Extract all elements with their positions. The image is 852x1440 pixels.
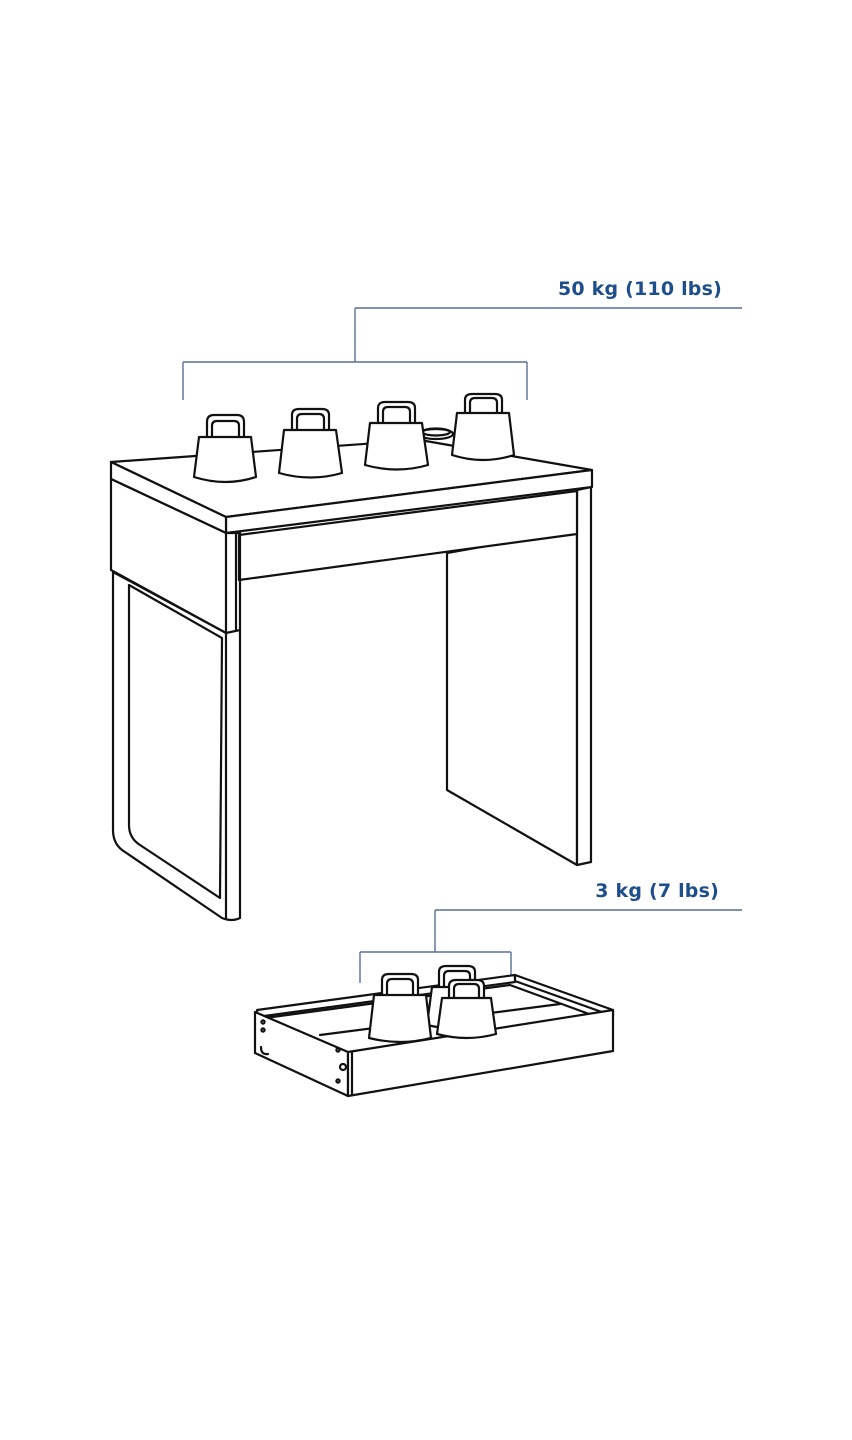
weight-icon [192,413,258,484]
desk-drawing [109,438,594,922]
drawer-load-bracket [359,909,742,983]
desk-load-bracket [182,307,742,400]
desk-load-label: 50 kg (110 lbs) [558,278,722,300]
drawer-weights [367,964,498,1044]
drawer-load-label: 3 kg (7 lbs) [595,880,719,902]
weight-icon [367,972,433,1044]
weight-icon [450,392,516,462]
weight-icon [363,400,430,471]
weight-icon [277,407,344,479]
desk-weights [192,392,516,484]
weight-icon [435,978,498,1040]
